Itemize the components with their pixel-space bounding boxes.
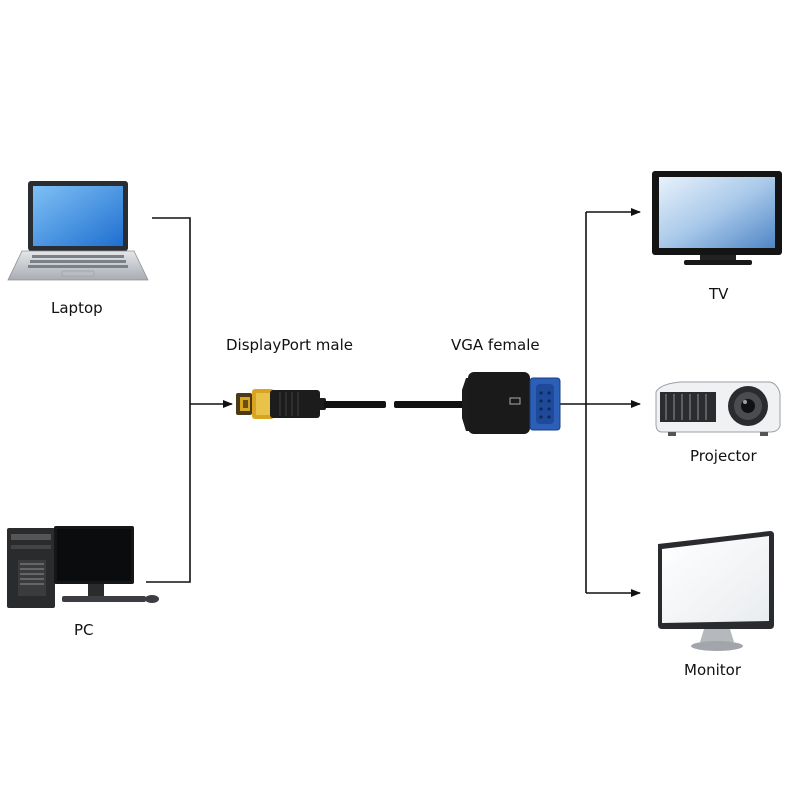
displayport-male-connector-icon bbox=[236, 389, 386, 419]
vga-female-connector-icon bbox=[394, 372, 561, 434]
vga-label: VGA female bbox=[451, 336, 540, 354]
laptop-icon bbox=[7, 181, 149, 281]
desktop-pc-icon bbox=[7, 526, 159, 608]
input-connection-lines bbox=[146, 217, 233, 583]
output-connection-lines bbox=[560, 208, 641, 597]
monitor-icon bbox=[658, 531, 774, 651]
displayport-label: DisplayPort male bbox=[226, 336, 353, 354]
monitor-label: Monitor bbox=[684, 661, 742, 679]
projector-label: Projector bbox=[690, 447, 757, 465]
laptop-label: Laptop bbox=[51, 299, 103, 317]
pc-label: PC bbox=[74, 621, 94, 639]
projector-icon bbox=[655, 381, 781, 436]
tv-label: TV bbox=[709, 285, 729, 303]
laptop-connection-line bbox=[146, 217, 191, 583]
tv-icon bbox=[652, 171, 782, 265]
